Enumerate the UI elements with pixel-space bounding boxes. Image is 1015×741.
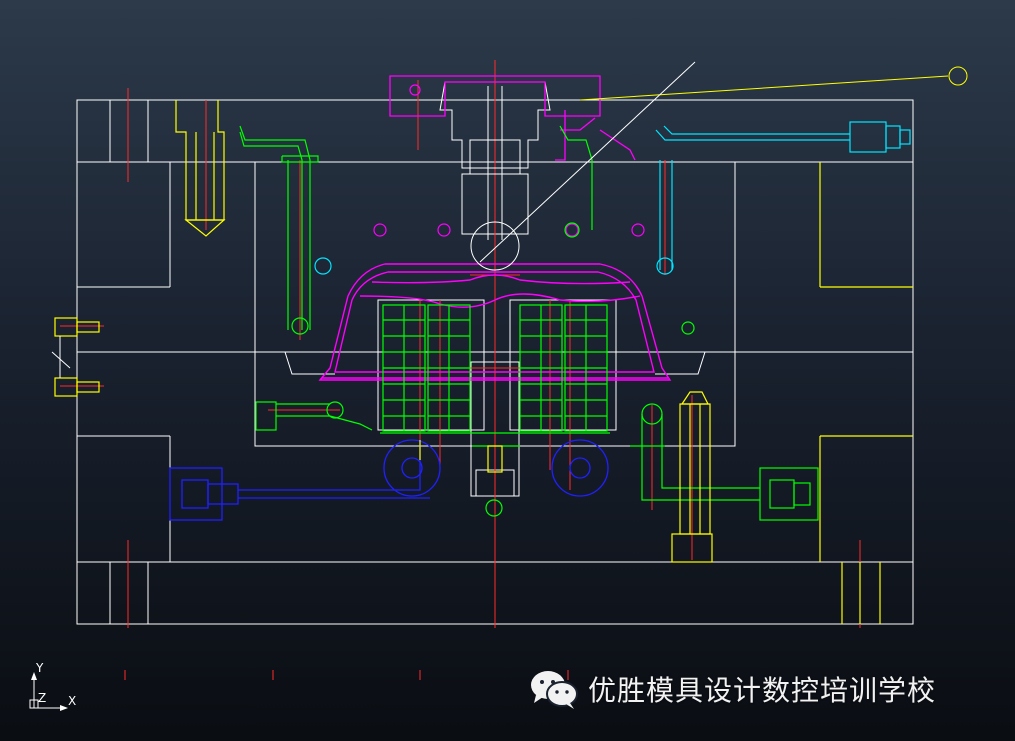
- ucs-axis-indicator: Y Z X: [29, 661, 76, 711]
- centerlines: [60, 60, 861, 628]
- axis-label-x: X: [68, 694, 76, 708]
- axis-label-z: Z: [38, 691, 46, 705]
- leader-lines: [51, 61, 968, 378]
- magenta-markers: [373, 84, 645, 237]
- ejector-pins: [54, 100, 913, 624]
- sprue-bushing: [439, 81, 551, 240]
- leader-callout-circle: [948, 66, 968, 86]
- watermark-text: 优胜模具设计数控培训学校: [588, 674, 937, 707]
- wechat-icon: [531, 671, 578, 709]
- watermark: 优胜模具设计数控培训学校: [528, 664, 936, 714]
- bottom-left-cooling-fitting: [169, 439, 609, 521]
- left-core-grid: [382, 304, 471, 432]
- side-bolt-upper: [54, 317, 100, 337]
- right-core-grid: [519, 304, 608, 432]
- axis-label-y: Y: [35, 661, 44, 675]
- product-part: [318, 263, 672, 381]
- side-bolt-lower: [54, 377, 100, 397]
- left-side-block: [255, 401, 277, 431]
- cooling-channels: [239, 125, 819, 521]
- top-right-cooling-fitting: [314, 121, 911, 275]
- gate-detail-circle: [470, 221, 520, 271]
- bottom-tick-marks: [124, 670, 569, 680]
- bottom-right-fitting: [759, 467, 819, 521]
- locating-ring: [389, 75, 636, 161]
- left-cooling-plug: [291, 317, 309, 335]
